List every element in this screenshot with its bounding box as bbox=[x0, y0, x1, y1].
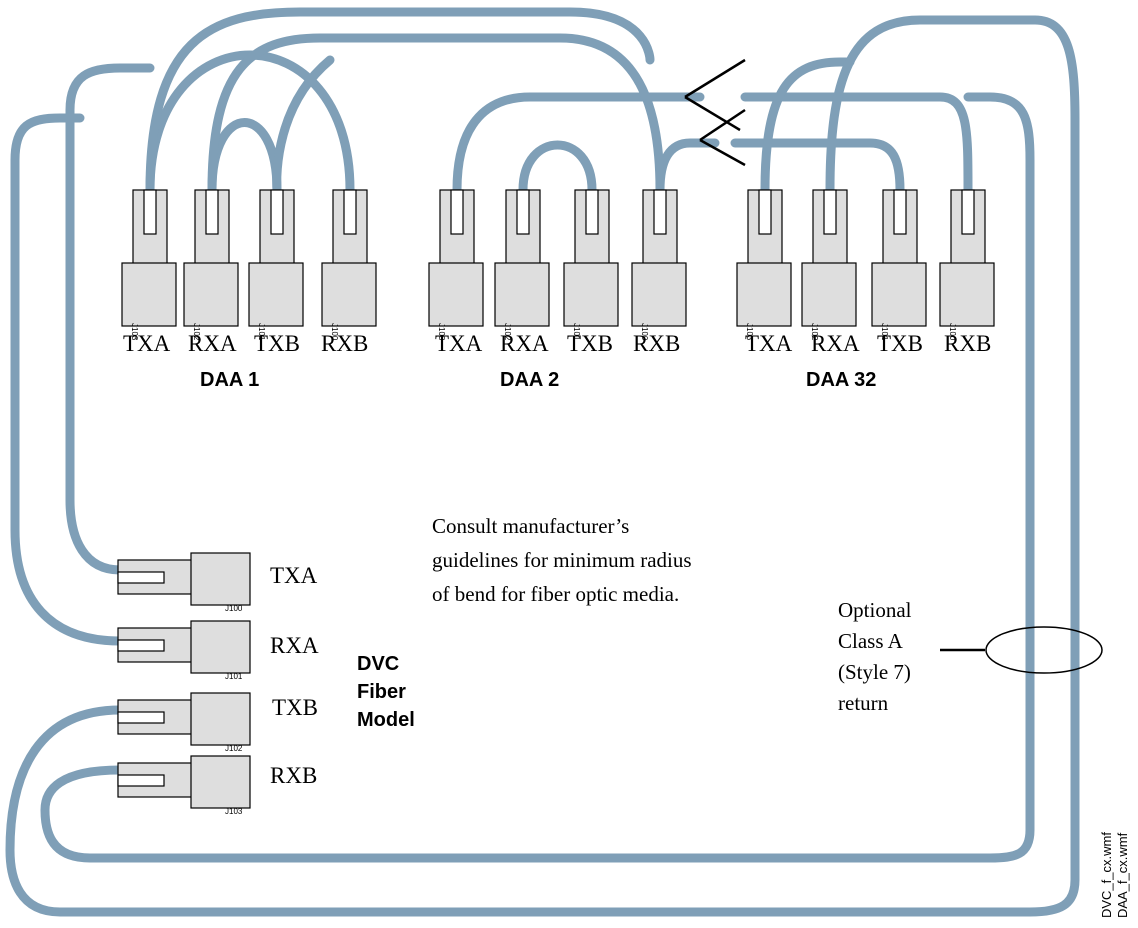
daa2-connector-txb: J101 bbox=[563, 189, 619, 341]
daa32-port-txa: TXA bbox=[745, 331, 793, 356]
dvc-port-txb: TXB bbox=[272, 695, 318, 720]
dvc-port-rxa: RXA bbox=[270, 633, 319, 658]
daa2-port-labels: TXA RXA TXB RXB bbox=[435, 331, 680, 356]
cable-daa32-rxa-txb-chain bbox=[730, 138, 905, 195]
optional-class-a-note: Optional Class A (Style 7) return bbox=[838, 598, 1103, 715]
dvc-jack-label: J101 bbox=[225, 672, 243, 681]
dvc-title-line-3: Model bbox=[357, 709, 415, 731]
daa32-port-labels: TXA RXA TXB RXB bbox=[745, 331, 991, 356]
dvc-port-rxb: RXB bbox=[270, 763, 317, 788]
daa-jack-label: J102 bbox=[503, 323, 512, 341]
dvc-connector-rxa: J101 bbox=[117, 620, 251, 681]
file-labels: DVC_f_cx.wmf DAA_f_cx.wmf bbox=[1099, 832, 1130, 918]
dvc-connector-txa: J100 bbox=[117, 552, 251, 613]
daa2-port-rxa: RXA bbox=[500, 331, 549, 356]
daa2-port-txb: TXB bbox=[567, 331, 613, 356]
daa-jack-label: J101 bbox=[572, 323, 581, 341]
daa2-title: DAA 2 bbox=[500, 369, 559, 391]
cable-daa32-txa-up bbox=[760, 57, 855, 195]
dvc-port-labels: TXA RXA TXB RXB bbox=[270, 563, 319, 788]
bend-radius-note: Consult manufacturer’s guidelines for mi… bbox=[432, 514, 692, 606]
daa32-port-txb: TXB bbox=[877, 331, 923, 356]
note-line-2: guidelines for minimum radius bbox=[432, 548, 692, 572]
daa-jack-label: J103 bbox=[745, 323, 754, 341]
daa2-port-rxb: RXB bbox=[633, 331, 680, 356]
daa1-port-labels: TXA RXA TXB RXB bbox=[123, 331, 368, 356]
dvc-connector-rxb: J103 bbox=[117, 755, 251, 816]
dvc-title-line-2: Fiber bbox=[357, 681, 406, 703]
break-symbol bbox=[684, 58, 746, 167]
note-line-3: of bend for fiber optic media. bbox=[432, 582, 679, 606]
daa32-connector-txa: J103 bbox=[736, 189, 792, 341]
optional-line-3: (Style 7) bbox=[838, 660, 911, 684]
daa-jack-label: J101 bbox=[257, 323, 266, 341]
daa1-port-rxa: RXA bbox=[188, 331, 237, 356]
daa-jack-label: J102 bbox=[810, 323, 819, 341]
dvc-jack-label: J102 bbox=[225, 744, 243, 753]
optional-return-ellipse bbox=[985, 626, 1103, 674]
cable-daa2-rxa-txb bbox=[518, 140, 597, 195]
daa1-connector-rxb: J100 bbox=[321, 189, 377, 341]
daa2-connector-txa: J103 bbox=[428, 189, 484, 341]
note-line-1: Consult manufacturer’s bbox=[432, 514, 629, 538]
cable-top-arc-outer bbox=[145, 7, 655, 195]
daa1-port-txa: TXA bbox=[123, 331, 171, 356]
daa-jack-label: J100 bbox=[640, 323, 649, 341]
daa32-title: DAA 32 bbox=[806, 369, 876, 391]
cable-daa2-txa-to-daa32 bbox=[452, 92, 705, 195]
dvc-title: DVC Fiber Model bbox=[357, 653, 415, 731]
dvc-jack-label: J103 bbox=[225, 807, 243, 816]
daa1-port-txb: TXB bbox=[254, 331, 300, 356]
cable-right-vertical-outer bbox=[5, 115, 1080, 917]
cable-daa1-rxa-txb bbox=[207, 118, 282, 195]
dvc-jack-label: J100 bbox=[225, 604, 243, 613]
daa32-connector-rxb: J100 bbox=[939, 189, 995, 341]
daa-jack-label: J100 bbox=[948, 323, 957, 341]
file-label-daa: DAA_f_cx.wmf bbox=[1115, 832, 1130, 918]
daa1-port-rxb: RXB bbox=[321, 331, 368, 356]
daa1-connector-txa: J103 bbox=[121, 189, 177, 341]
cable-top-arc-daa1-daa2 bbox=[207, 33, 665, 195]
daa-jack-label: J101 bbox=[880, 323, 889, 341]
daa32-connector-rxa: J102 bbox=[801, 189, 857, 341]
daa32-port-rxa: RXA bbox=[811, 331, 860, 356]
daa32-connector-txb: J101 bbox=[871, 189, 927, 341]
dvc-connector-txb: J102 bbox=[117, 692, 251, 753]
cable-daa32-txa-to-daa2 bbox=[740, 92, 973, 195]
dvc-title-line-1: DVC bbox=[357, 653, 399, 675]
cable-right-vertical-inner bbox=[40, 92, 1035, 863]
fiber-cables bbox=[5, 7, 1080, 917]
cable-daa2-rxb-to-daa32 bbox=[655, 138, 720, 195]
daa32-port-rxb: RXB bbox=[944, 331, 991, 356]
daa-jack-label: J102 bbox=[192, 323, 201, 341]
daa2-port-txa: TXA bbox=[435, 331, 483, 356]
cable-dvc-rxa bbox=[10, 113, 125, 646]
optional-line-1: Optional bbox=[838, 598, 912, 622]
optional-line-4: return bbox=[838, 691, 889, 715]
daa-jack-label: J103 bbox=[130, 323, 139, 341]
daa1-title: DAA 1 bbox=[200, 369, 259, 391]
cable-dvc-txa bbox=[65, 63, 155, 575]
dvc-port-txa: TXA bbox=[270, 563, 318, 588]
daa1-connector-rxa: J102 bbox=[183, 189, 239, 341]
daa-connectors: J103 J102 J101 J100 J103 J102 J101 J100 J103 J102… bbox=[121, 189, 995, 341]
cable-daa32-rxa-up bbox=[825, 15, 1080, 195]
daa2-connector-rxa: J102 bbox=[494, 189, 550, 341]
daa1-connector-txb: J101 bbox=[248, 189, 304, 341]
optional-line-2: Class A bbox=[838, 629, 904, 653]
daa2-connector-rxb: J100 bbox=[631, 189, 687, 341]
daa-jack-label: J103 bbox=[437, 323, 446, 341]
daa-jack-label: J100 bbox=[330, 323, 339, 341]
cable-daa1-txb-to-daa2-rxb bbox=[272, 55, 335, 195]
file-label-dvc: DVC_f_cx.wmf bbox=[1099, 832, 1114, 918]
